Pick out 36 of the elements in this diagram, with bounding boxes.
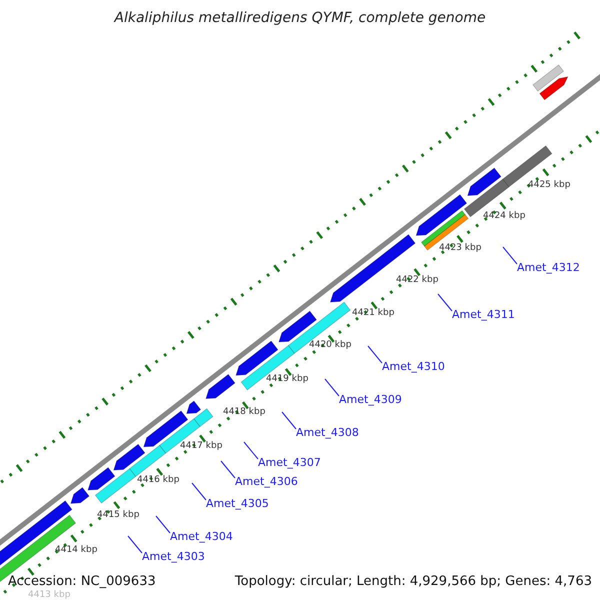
scale-label: 4415 kbp <box>97 510 140 520</box>
gene-label: Amet_4305 <box>206 497 269 510</box>
gene-label: Amet_4308 <box>296 426 359 439</box>
leader-line <box>502 246 518 264</box>
scale-label: 4413 kbp <box>28 590 70 600</box>
scale-label: 4420 kbp <box>309 340 352 350</box>
gene-label: Amet_4304 <box>170 530 233 543</box>
leader-line <box>438 294 452 312</box>
genome-stats-text: Topology: circular; Length: 4,929,566 bp; Genes: 4,763 <box>234 574 592 589</box>
gene-label: Amet_4310 <box>382 360 445 373</box>
scale-label: 4418 kbp <box>223 407 266 417</box>
gene-label: Amet_4309 <box>339 393 402 406</box>
gene-label: Amet_4312 <box>517 261 580 274</box>
scale-label: 4425 kbp <box>528 180 570 190</box>
leader-line <box>244 442 258 460</box>
scale-label: 4416 kbp <box>137 475 180 485</box>
gene-label: Amet_4303 <box>142 550 205 563</box>
leader-line <box>220 460 236 478</box>
scale-label: 4419 kbp <box>266 374 308 384</box>
leader-line <box>192 482 206 500</box>
gene-label: Amet_4311 <box>452 308 515 321</box>
scale-label: 4421 kbp <box>352 308 394 318</box>
leader-line <box>128 536 142 554</box>
accession-text: Accession: NC_009633 <box>8 574 156 589</box>
scale-label: 4414 kbp <box>55 545 98 555</box>
leader-line <box>368 346 382 364</box>
scale-label: 4417 kbp <box>180 441 222 451</box>
gene-label: Amet_4307 <box>258 456 321 469</box>
map-title: Alkaliphilus metalliredigens QYMF, complete genome <box>112 10 487 26</box>
gene-label: Amet_4306 <box>235 475 298 488</box>
leader-line <box>156 516 170 534</box>
scale-label: 4423 kbp <box>439 243 482 253</box>
scale-label: 4424 kbp <box>483 211 526 221</box>
scale-label: 4422 kbp <box>396 275 438 285</box>
leader-line <box>282 412 296 430</box>
leader-line <box>324 378 340 396</box>
